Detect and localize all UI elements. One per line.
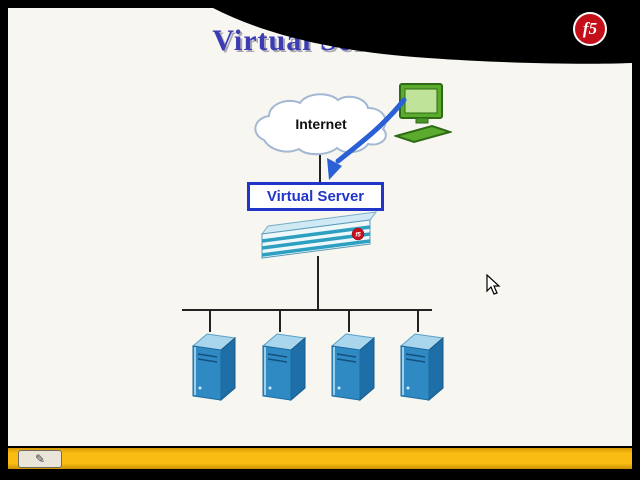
virtual-server-label: Virtual Server [266, 188, 365, 205]
mouse-cursor [486, 274, 501, 295]
internet-label: Internet [295, 116, 347, 132]
server-icon [191, 333, 237, 402]
internet-cloud-icon: Internet [242, 92, 400, 160]
appliance-f5-mark: f5 [355, 233, 361, 239]
connector-lines [182, 148, 432, 332]
bigip-appliance-icon: f5 [260, 211, 378, 259]
virtual-server-box: Virtual Server [247, 182, 384, 211]
pen-tool-button[interactable]: ✎ [18, 450, 62, 468]
server-icon [330, 333, 376, 402]
client-computer-icon [394, 83, 452, 144]
server-icon [261, 333, 307, 402]
presentation-slide: Virtual Servers f5 Internet [8, 8, 632, 446]
presenter-toolbar: ✎ [8, 448, 632, 469]
pencil-icon: ✎ [34, 452, 46, 466]
slide-title: Virtual Servers [212, 24, 424, 57]
f5-logo: f5 [573, 12, 607, 46]
f5-logo-text: f5 [582, 19, 598, 38]
server-icon [399, 333, 445, 402]
